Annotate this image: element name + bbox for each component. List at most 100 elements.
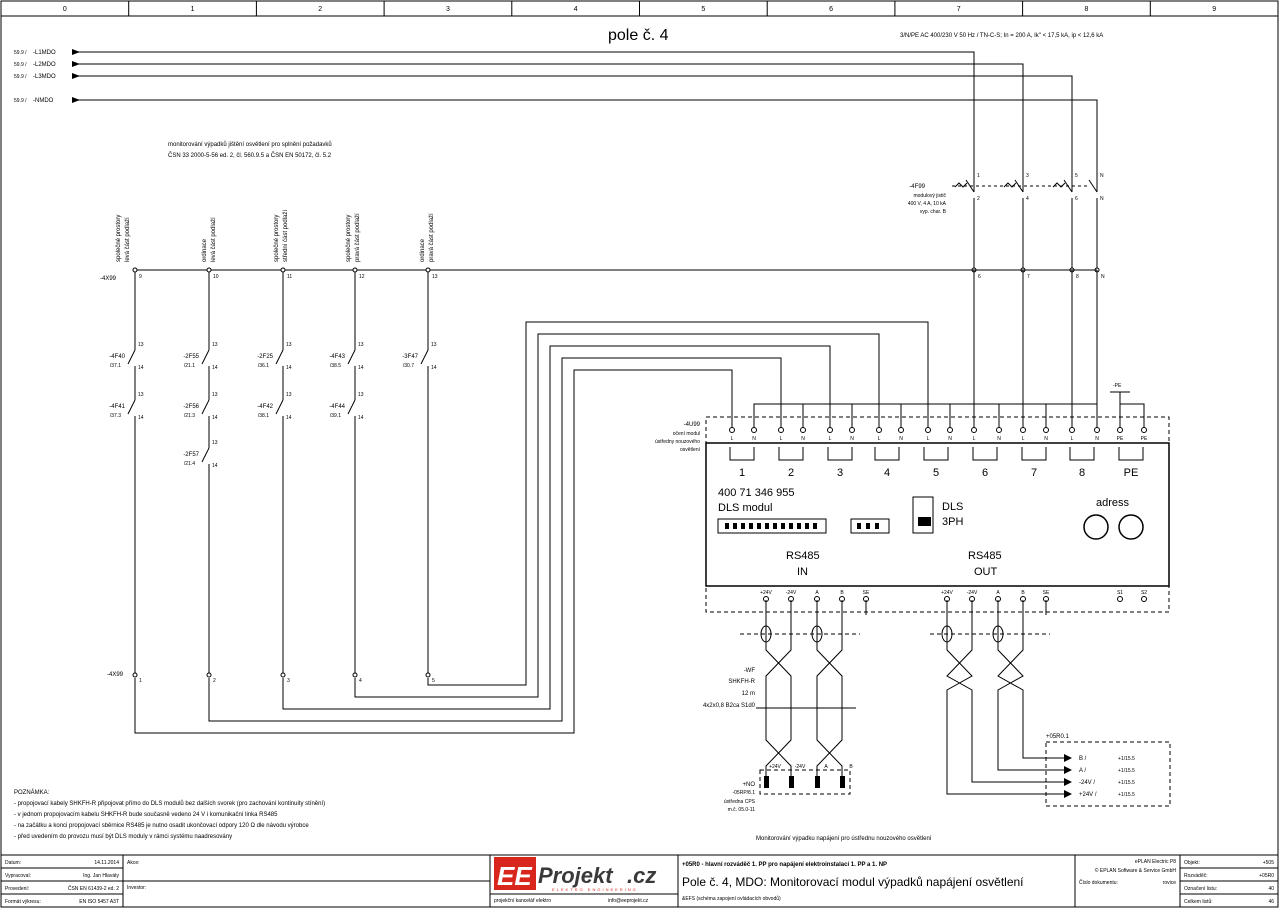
tb-left-value: 14.11.2014	[94, 860, 119, 866]
zone-label-2: střední část podlaží	[283, 210, 289, 262]
tb-left-value: Ing. Jan Hlaváty	[83, 873, 119, 879]
connector-in	[717, 518, 827, 534]
grid-column-label: 3	[446, 6, 450, 13]
module-top-pin-label: N	[1044, 436, 1048, 442]
contact-blade	[201, 349, 210, 365]
tb-left-key: Formát výkresu:	[5, 899, 41, 905]
dls-module	[705, 442, 1170, 587]
module-top-pin	[898, 427, 904, 433]
contact-terminal-b: 14	[431, 365, 437, 371]
terminal-top-point	[206, 267, 212, 273]
terminal-top-point	[280, 267, 286, 273]
contact-name: -4F40	[109, 354, 125, 360]
software-2: © EPLAN Software & Service GmbH	[1095, 867, 1177, 874]
channel-label: 1	[739, 467, 745, 479]
module-top-pin-label: L	[1022, 436, 1025, 442]
incoming-label: -L3MDO	[33, 74, 56, 80]
adress-label: adress	[1096, 497, 1130, 509]
module-top-pin	[1141, 427, 1147, 433]
connector-pin	[813, 523, 817, 529]
connector-pins	[725, 523, 879, 529]
module-top-pin-label: L	[1071, 436, 1074, 442]
module-top-pin	[729, 427, 735, 433]
no-block-desc-2: m.č. 05.0-11	[728, 807, 756, 813]
channel-bracket	[923, 447, 949, 461]
terminal-top-number: 9	[139, 274, 142, 280]
contact-ref: /30.7	[403, 363, 414, 369]
address-dial-1[interactable]	[1083, 514, 1109, 540]
channel-bracket	[778, 447, 804, 461]
grid-column-label: 1	[191, 6, 195, 13]
contact-blade	[201, 447, 210, 463]
connector-small	[850, 518, 890, 534]
breaker-bottom-terminal: 2	[977, 196, 980, 202]
terminal-bottom-point	[425, 672, 431, 678]
contact-blade	[347, 399, 356, 415]
incoming-label: -L2MDO	[33, 62, 56, 68]
out-row-ref: +1/15.5	[1118, 768, 1135, 774]
module-top-pin-label: L	[731, 436, 734, 442]
grid-column-label: 7	[957, 6, 961, 13]
module-bottom-pin-label: B	[1021, 590, 1025, 596]
module-top-pin-label: L	[927, 436, 930, 442]
module-desc-3: osvětlení	[680, 447, 701, 453]
breaker-out-terminal: 7	[1027, 274, 1030, 280]
connector-pin	[725, 523, 729, 529]
logo-projekt: Projekt	[538, 863, 614, 888]
contact-name: -4F44	[329, 404, 345, 410]
module-top-pin	[849, 427, 855, 433]
zone-label-2: pravá část podlaží	[429, 213, 435, 262]
module-top-pin	[751, 427, 757, 433]
logo-sub: ELEKTRO ENGINEERING	[552, 887, 638, 892]
zone-label-1: společné prostory	[274, 215, 280, 262]
contact-name: -2F56	[183, 404, 199, 410]
breaker-desc-3: vyp. char. B	[920, 209, 947, 215]
contact-terminal-a: 13	[212, 392, 218, 398]
breaker-bottom-terminal: 6	[1075, 196, 1078, 202]
tb-left-key: Vypracoval:	[5, 873, 31, 879]
tb-right-value: 46	[1268, 899, 1274, 905]
module-top-pin	[1094, 427, 1100, 433]
contact-ref: /37.1	[110, 363, 121, 369]
channel-bracket	[1118, 447, 1144, 461]
terminal-bottom-point	[352, 672, 358, 678]
module-top-pin	[925, 427, 931, 433]
akce-label: Akce:	[127, 860, 140, 866]
zone-label-1: společné prostory	[116, 215, 122, 262]
module-bottom-pin-label: S1	[1117, 590, 1123, 596]
channel-label: 5	[933, 467, 939, 479]
address-dial-2[interactable]	[1118, 514, 1144, 540]
out-arrows	[1064, 754, 1072, 798]
module-top-pin-label: PE	[1141, 436, 1148, 442]
module-top-pin	[971, 427, 977, 433]
module-top-pin-label: N	[801, 436, 805, 442]
note-item: - propojovací kabely SHKFH-R připojovat …	[14, 800, 325, 807]
title-block	[1, 854, 1278, 907]
contact-terminal-a: 13	[212, 342, 218, 348]
no-pin	[789, 776, 794, 788]
note-item: - na začátku a konci propojovací sběrnic…	[14, 823, 309, 829]
channel-bracket	[827, 447, 853, 461]
office-label: projekční kancelář elektro	[494, 898, 551, 904]
incoming-label: -NMDO	[33, 98, 54, 104]
terminal-top-number: 13	[432, 274, 438, 280]
contact-name: -4F41	[109, 404, 125, 410]
contact-blade	[420, 349, 429, 365]
terminal-bottom-number: 3	[287, 678, 290, 684]
breaker-desc-2: 400 V, 4 A, 10 kA	[908, 201, 947, 207]
cable-name: -WF	[744, 668, 756, 674]
out-row-ref: +1/15.5	[1118, 792, 1135, 798]
module-bottom-pin-label: A	[815, 590, 819, 596]
tb-left-key: Provedení:	[5, 886, 29, 892]
contact-ref: /38.1	[258, 413, 269, 419]
connector-pin	[757, 523, 761, 529]
doc-label: Číslo dokumentu:	[1079, 879, 1118, 886]
terminal-bottom-number: 4	[359, 678, 362, 684]
module-top-pin-label: N	[1095, 436, 1099, 442]
connector-pin	[866, 523, 870, 529]
module-top-pin	[778, 427, 784, 433]
contact-terminal-a: 13	[286, 342, 292, 348]
